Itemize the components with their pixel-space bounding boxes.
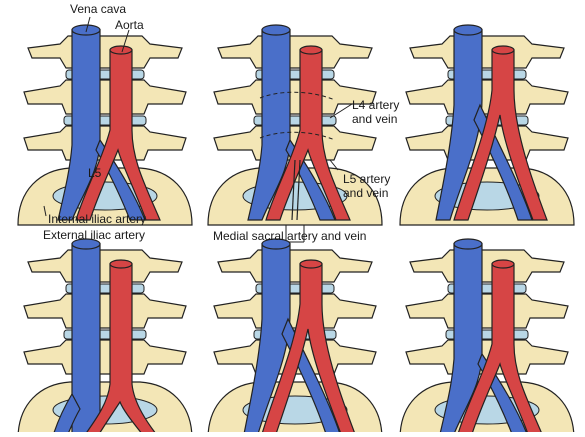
vena-cava-leader (85, 16, 91, 33)
label-l5-vessels: L5 artery and vein (343, 172, 391, 200)
l4-leader (329, 103, 353, 119)
aorta-leader (121, 29, 130, 53)
label-l4-vessels: L4 artery and vein (352, 98, 400, 126)
label-aorta: Aorta (115, 18, 144, 32)
label-l5: L5 (88, 166, 102, 180)
internal-iliac-leader (43, 205, 47, 217)
label-internal-iliac: Internal iliac artery (48, 212, 147, 226)
panel-crossed (207, 238, 383, 437)
label-medial-sacral: Medial sacral artery and vein (213, 229, 367, 243)
label-vena-cava: Vena cava (70, 2, 127, 16)
panel-segmental (207, 24, 383, 243)
panel-low (17, 238, 193, 437)
label-external-iliac: External iliac artery (43, 228, 146, 242)
panel-normal (17, 24, 193, 226)
panel-high (399, 24, 575, 226)
l5-leader (329, 159, 339, 171)
panel-crossed-high (399, 238, 575, 437)
